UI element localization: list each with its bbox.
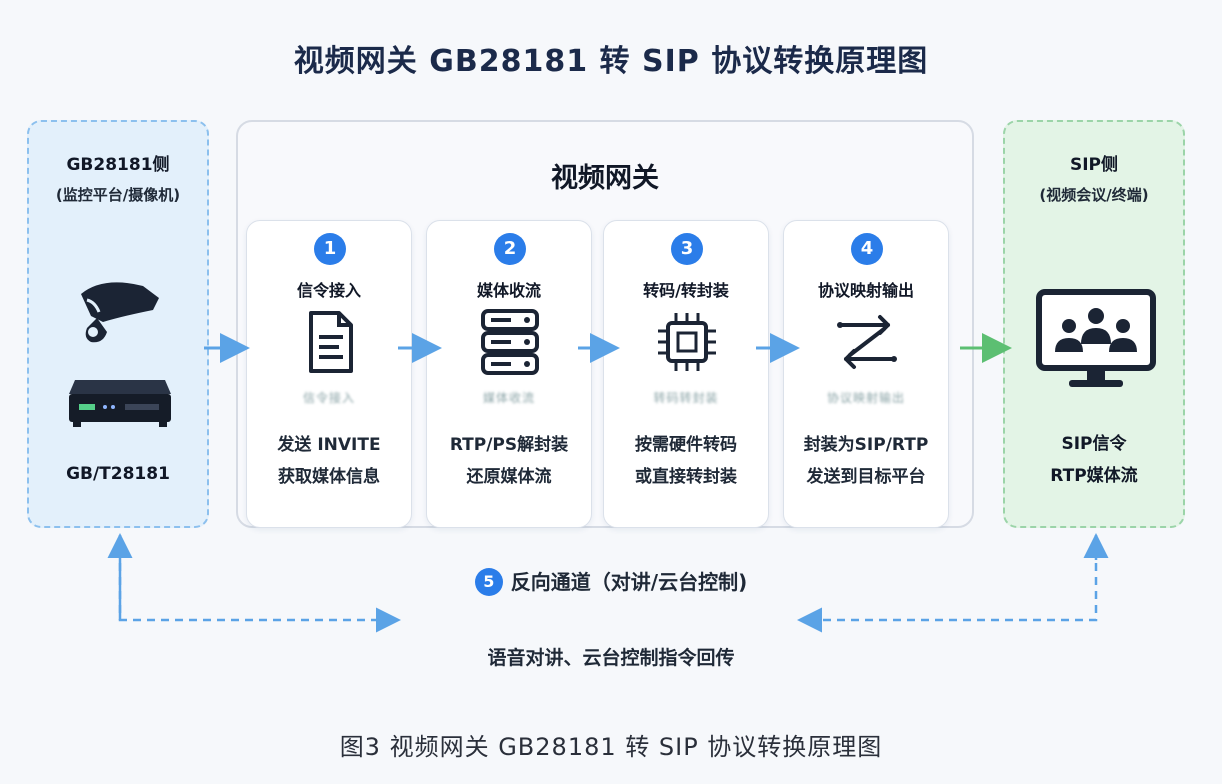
step-title: 转码/转封装 [643,281,729,300]
right-panel-bottom: SIP信令 RTP媒体流 [1005,428,1183,492]
step-title: 媒体收流 [476,281,541,300]
video-conference-icon [1036,289,1156,387]
step-signaling-access: 1 信令接入 信令接入 发送 INVITE 获取媒体信息 [246,220,412,528]
right-panel-subtitle: (视频会议/终端) [1039,186,1149,204]
sip-signaling-label: SIP信令 [1061,434,1127,454]
step-description: 封装为SIP/RTP 发送到目标平台 [784,429,948,493]
step-desc-line: 或直接转封装 [635,467,737,487]
gb28181-side-panel: GB28181侧 (监控平台/摄像机) GB/T28181 [27,120,209,528]
rtp-media-label: RTP媒体流 [1050,466,1138,486]
step-description: 按需硬件转码 或直接转封装 [604,429,768,493]
step-desc-line: RTP/PS解封装 [449,435,569,455]
right-panel-title: SIP侧 [1069,155,1119,175]
step-number: 4 [851,233,883,265]
left-panel-title: GB28181侧 [66,155,170,175]
step-blurred-text: 转码转封装 [653,391,719,405]
step-blurred-text: 信令接入 [302,391,355,405]
left-panel-subtitle: (监控平台/摄像机) [55,186,181,204]
figure-caption: 图3 视频网关 GB28181 转 SIP 协议转换原理图 [339,733,883,761]
nvr-device-icon [69,380,171,427]
step-desc-line: 获取媒体信息 [278,467,380,487]
step-desc-line: 发送 INVITE [277,435,381,455]
step-number: 3 [671,233,703,265]
reverse-channel-text: 反向通道（对讲/云台控制) [510,570,748,594]
step-media-receive: 2 媒体收流 媒体收流 RTP/PS解封装 还原媒体流 [426,220,592,528]
step-number: 2 [494,233,526,265]
step-desc-line: 还原媒体流 [466,467,552,487]
step-desc-line: 封装为SIP/RTP [803,435,929,455]
reverse-channel-right [797,535,1098,633]
sip-side-panel: SIP侧 (视频会议/终端) SIP信令 RTP媒体流 [1003,120,1185,528]
server-icon [481,309,539,375]
gateway-title: 视频网关 [551,163,659,194]
step-description: RTP/PS解封装 还原媒体流 [427,429,591,493]
step-blurred-text: 协议映射输出 [826,391,905,405]
reverse-channel-label: 5 反向通道（对讲/云台控制) [0,566,1222,596]
exchange-icon [837,315,897,369]
document-icon [309,311,353,373]
step-blurred-text: 媒体收流 [482,391,535,405]
step-transcode: 3 转码/转封装 转码转封装 按需硬件转码 或直接转封装 [603,220,769,528]
step-protocol-mapping: 4 协议映射输出 协议映射输出 封装为SIP/RTP 发送到目标平台 [783,220,949,528]
camera-icon [81,282,159,343]
step-description: 发送 INVITE 获取媒体信息 [247,429,411,493]
step-title: 信令接入 [296,281,361,300]
reverse-channel-description: 语音对讲、云台控制指令回传 [487,647,735,669]
step-desc-line: 发送到目标平台 [806,467,926,487]
diagram-title: 视频网关 GB28181 转 SIP 协议转换原理图 [293,44,929,79]
chip-icon [658,313,716,371]
step-number: 1 [314,233,346,265]
left-panel-bottom: GB/T28181 [66,464,170,484]
step-title: 协议映射输出 [817,281,914,300]
step-desc-line: 按需硬件转码 [635,435,737,455]
step-number: 5 [474,568,503,596]
